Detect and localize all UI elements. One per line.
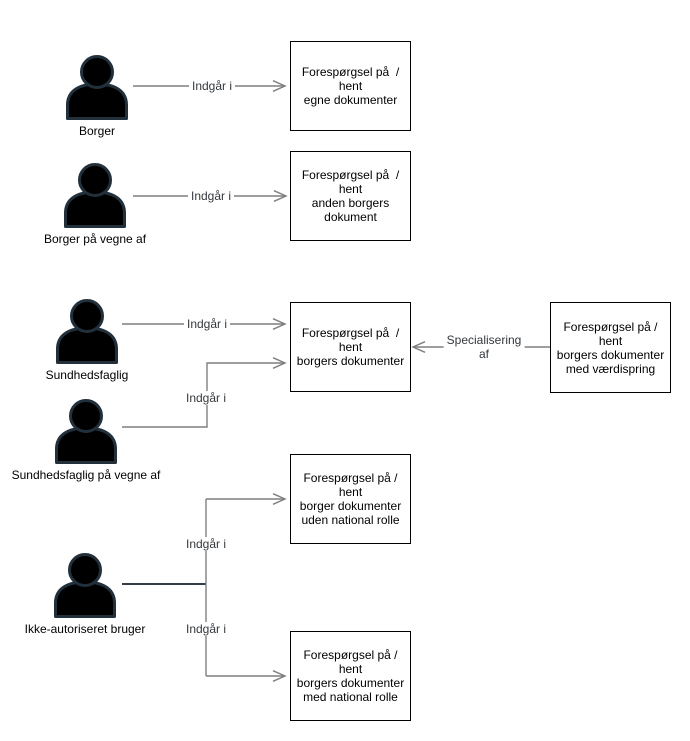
person-icon xyxy=(56,299,118,364)
person-icon xyxy=(66,55,128,120)
usecase-text-line: dokument xyxy=(324,210,377,224)
usecase-text-line: Forespørgsel på / xyxy=(303,471,398,485)
actor-sundhedsfaglig: Sundhedsfaglig xyxy=(2,299,172,382)
arrowhead-right-icon xyxy=(272,493,287,505)
edge-label-indgar-i: Indgår i xyxy=(182,622,230,636)
usecase-text-line: Forespørgsel på / xyxy=(301,168,400,182)
person-icon xyxy=(54,553,116,618)
usecase-text-line: borgers dokumenter xyxy=(296,354,405,368)
usecase-text-line: borgers dokumenter xyxy=(296,676,405,690)
usecase-text-line: hent xyxy=(338,662,363,676)
person-icon xyxy=(64,163,126,228)
arrowhead-right-icon xyxy=(272,80,287,92)
usecase-text-line: med national rolle xyxy=(303,690,398,704)
usecase-text-line: borgers dokumenter xyxy=(556,347,665,362)
usecase-anden-borgers-dokument: Forespørgsel på / hent anden borgers dok… xyxy=(290,151,411,241)
usecase-borgers-dokumenter: Forespørgsel på / hent borgers dokumente… xyxy=(290,302,411,392)
usecase-egne-dokumenter: Forespørgsel på / hent egne dokumenter xyxy=(290,41,411,131)
edge-label-indgar-i: Indgår i xyxy=(188,79,236,93)
edge-label-indgar-i: Indgår i xyxy=(182,537,230,551)
usecase-text-line: Forespørgsel på / xyxy=(301,326,400,340)
actor-label: Borger på vegne af xyxy=(43,232,147,246)
usecase-borgers-dokumenter-med-vaerdispring: Forespørgsel på / hent borgers dokumente… xyxy=(550,302,671,393)
usecase-borger-dokumenter-uden-national-rolle: Forespørgsel på / hent borger dokumenter… xyxy=(290,454,411,544)
arrowhead-right-icon xyxy=(273,190,288,202)
usecase-text-line: uden national rolle xyxy=(301,513,400,527)
actor-label: Ikke-autoriseret bruger xyxy=(24,622,146,636)
actor-sundhedsfaglig-pa-vegne-af: Sundhedsfaglig på vegne af xyxy=(1,399,171,482)
usecase-text-line: Forespørgsel på / xyxy=(301,65,400,79)
usecase-text-line: borger dokumenter xyxy=(299,499,402,513)
arrowhead-right-icon xyxy=(272,670,287,682)
usecase-text-line: hent xyxy=(338,79,363,93)
usecase-text-line: hent xyxy=(338,340,363,354)
edge-label-line: Specialisering xyxy=(446,333,522,347)
usecase-text-line: egne dokumenter xyxy=(303,93,398,107)
arrowhead-right-icon xyxy=(272,318,287,330)
actor-label: Borger xyxy=(78,124,116,138)
usecase-borgers-dokumenter-med-national-rolle: Forespørgsel på / hent borgers dokumente… xyxy=(290,631,411,721)
edge-label-indgar-i: Indgår i xyxy=(187,189,235,203)
arrowhead-right-icon xyxy=(272,357,287,369)
actor-borger-pa-vegne-af: Borger på vegne af xyxy=(10,163,180,246)
edge-label-indgar-i: Indgår i xyxy=(183,317,231,331)
usecase-text-line: hent xyxy=(598,333,623,348)
edge-label-specialisering-af: Specialisering af xyxy=(443,333,525,361)
actor-borger: Borger xyxy=(12,55,182,138)
usecase-text-line: hent xyxy=(338,182,363,196)
usecase-text-line: Forespørgsel på / xyxy=(303,648,398,662)
arrowhead-left-icon xyxy=(411,341,426,353)
actor-ikke-autoriseret-bruger: Ikke-autoriseret bruger xyxy=(0,553,170,636)
edge-label-line: af xyxy=(478,347,489,361)
usecase-text-line: med værdispring xyxy=(565,361,656,376)
usecase-text-line: hent xyxy=(338,485,363,499)
actor-label: Sundhedsfaglig på vegne af xyxy=(11,468,161,482)
edge-label-indgar-i: Indgår i xyxy=(182,391,230,405)
usecase-text-line: anden borgers xyxy=(311,196,390,210)
usecase-text-line: Forespørgsel på / xyxy=(563,319,658,334)
person-icon xyxy=(55,399,117,464)
actor-label: Sundhedsfaglig xyxy=(45,368,129,382)
